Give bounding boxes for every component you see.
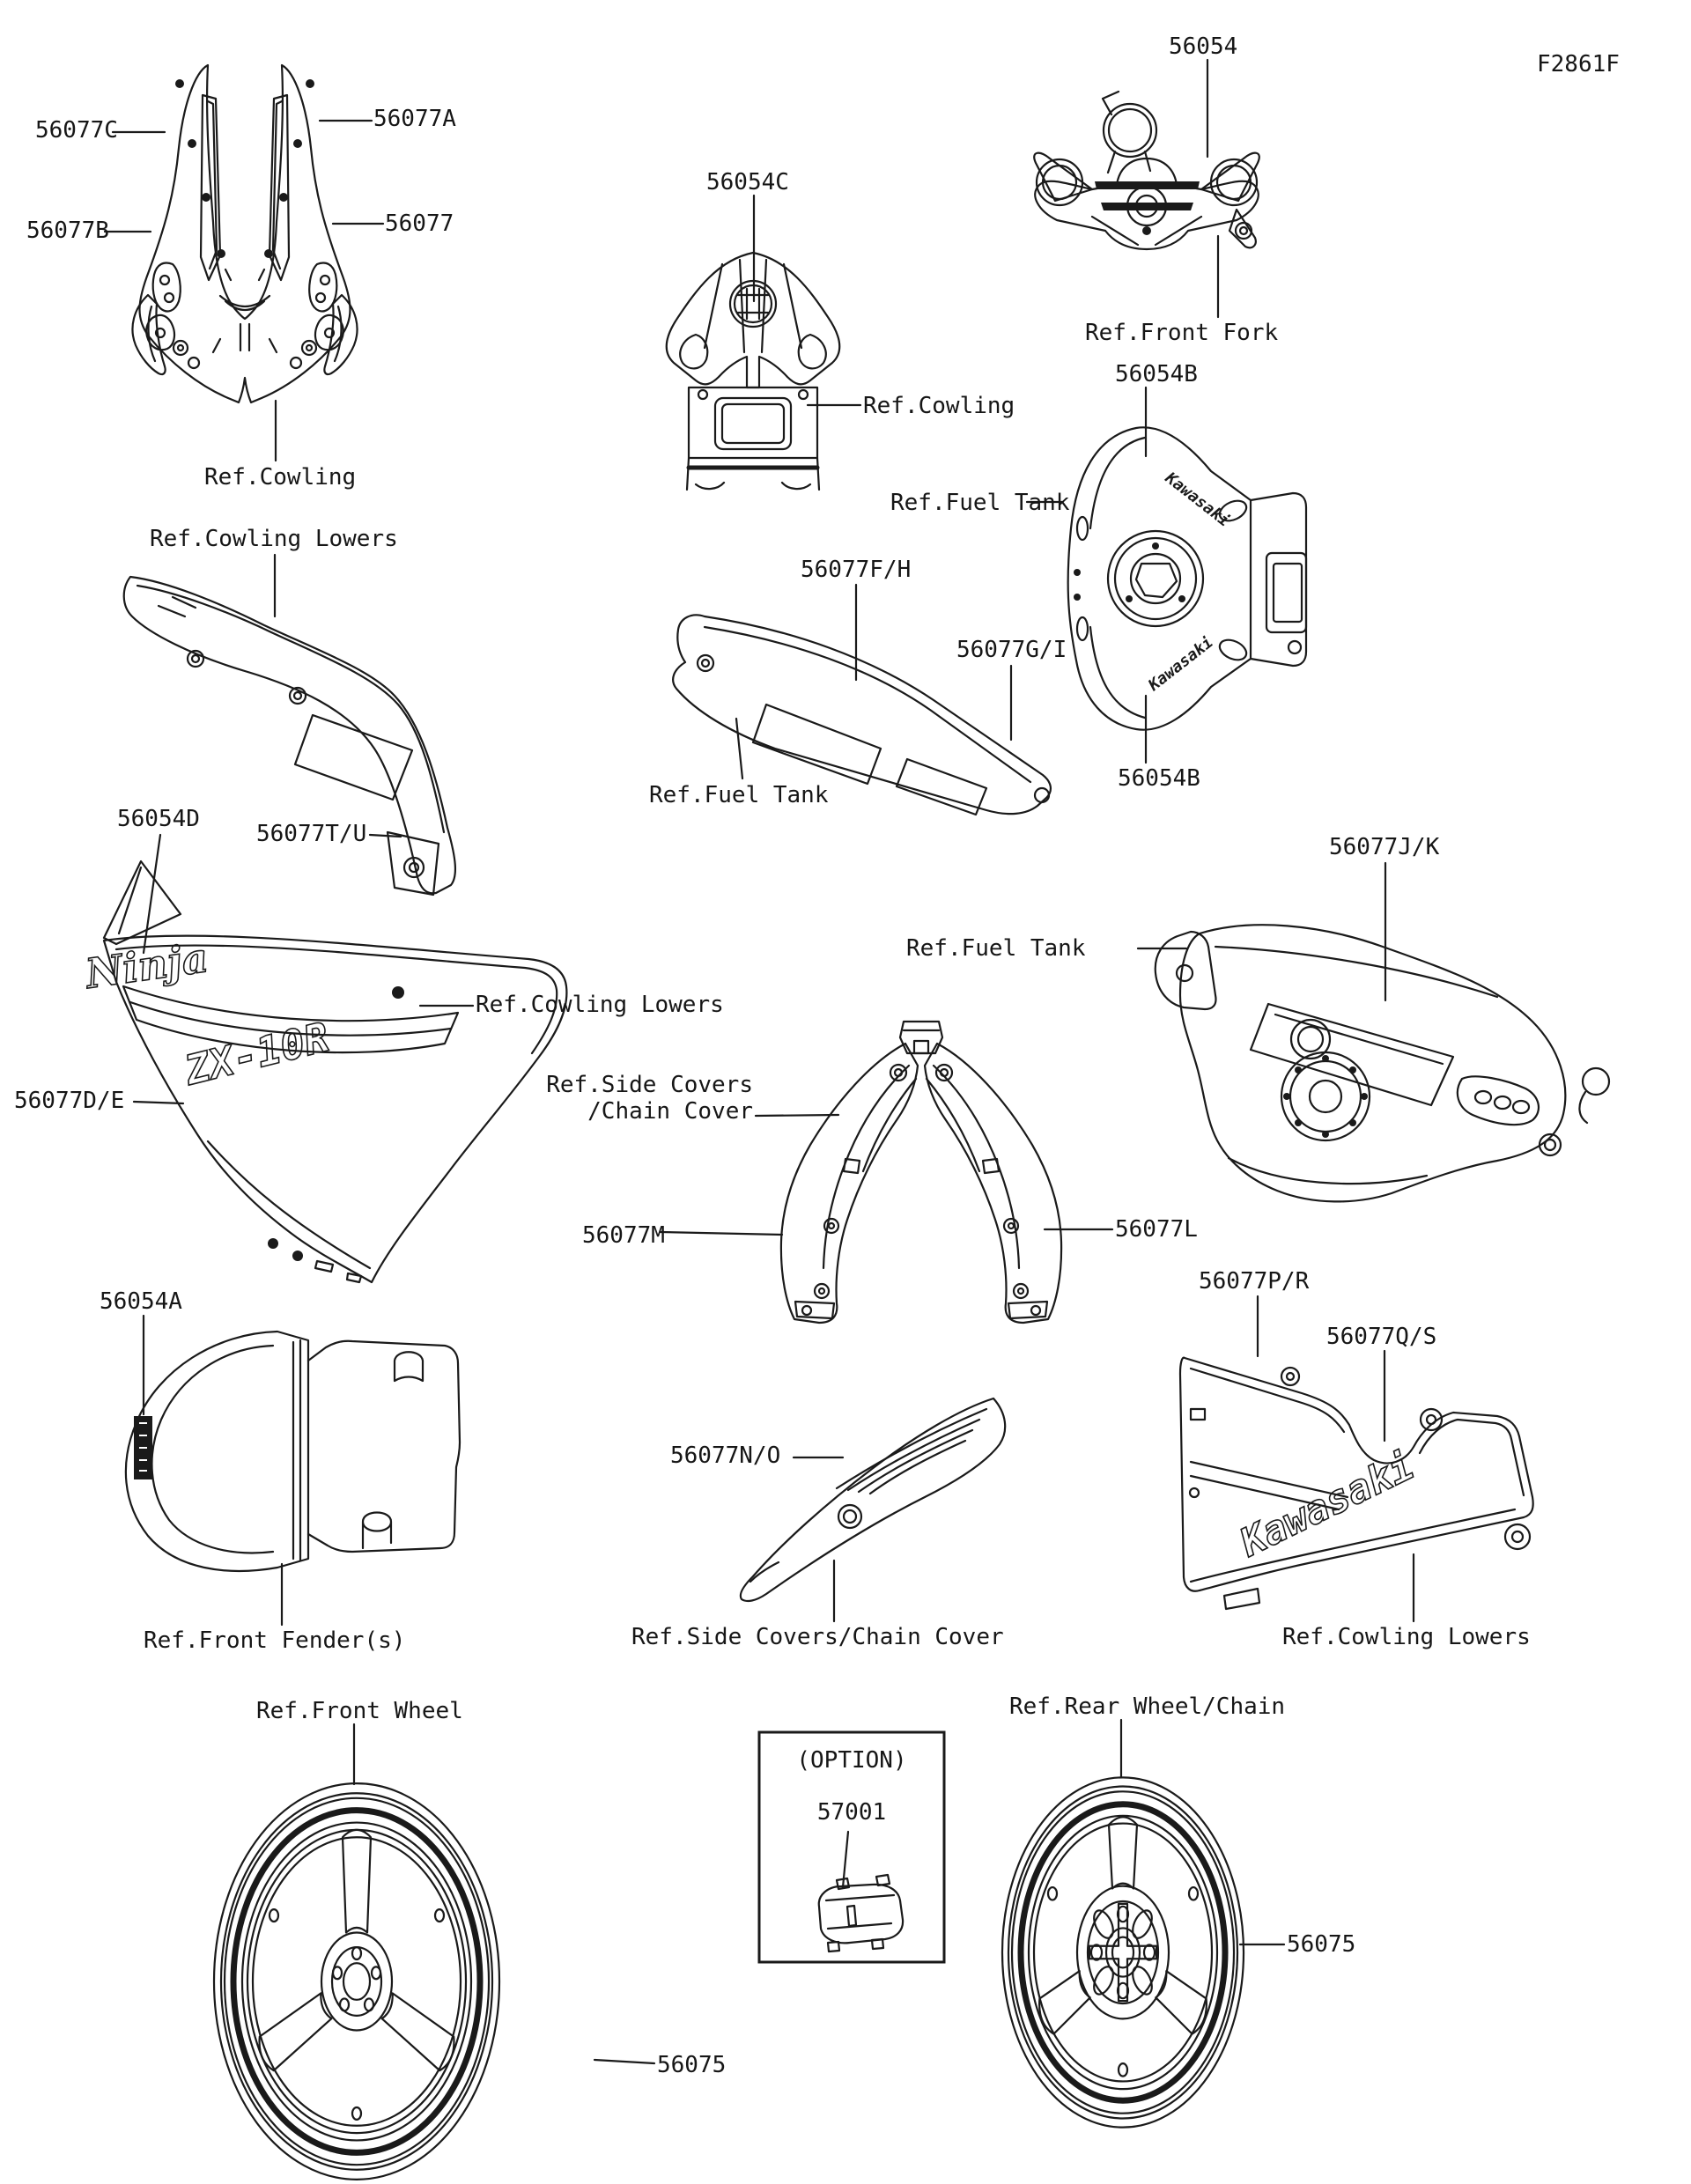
ref-fuel-tank-label-3: Ref.Fuel Tank: [906, 935, 1086, 962]
ninja-script: Ninja: [81, 933, 211, 998]
callout-56077TU: 56077T/U: [256, 821, 367, 847]
option-box-drawing: [757, 1730, 946, 1964]
front-fender-drawing: [124, 1330, 462, 1572]
fender-sticker-marks: [139, 1422, 147, 1472]
callout-56077: 56077: [385, 210, 454, 237]
callout-56054B-bottom: 56054B: [1118, 765, 1200, 792]
callout-56077A: 56077A: [373, 106, 456, 132]
front-wheel-drawing: [214, 1783, 499, 2180]
callout-56075-rear: 56075: [1287, 1931, 1356, 1958]
tank-logo-upper: Kawasaki: [1161, 469, 1233, 531]
tail-side-covers-drawing: [779, 1020, 1063, 1324]
callout-56077B: 56077B: [26, 218, 109, 244]
callout-56075-front: 56075: [657, 2052, 727, 2078]
callout-56077M: 56077M: [582, 1222, 665, 1249]
front-cowling-drawing: [131, 63, 358, 404]
tank-logo-lower: Kawasaki: [1144, 633, 1216, 696]
lower-cowling-drawing: Kawasaki: [1178, 1356, 1534, 1611]
callout-56077C: 56077C: [35, 117, 118, 144]
callout-56077DE: 56077D/E: [14, 1088, 125, 1114]
ref-cowling-lowers-label-1: Ref.Cowling Lowers: [150, 526, 398, 552]
ref-fuel-tank-label-1: Ref.Fuel Tank: [890, 490, 1070, 516]
fuel-tank-three-quarter-drawing: [1154, 924, 1611, 1203]
callout-56054B-top: 56054B: [1115, 361, 1198, 387]
option-box-title: (OPTION): [796, 1747, 907, 1774]
callout-56054A: 56054A: [100, 1288, 182, 1315]
callout-56077PR: 56077P/R: [1199, 1268, 1310, 1295]
zx10r-logo: ZX-10R: [180, 1013, 334, 1095]
callout-56054: 56054: [1169, 33, 1238, 60]
cowling-lower-strip-drawing: [122, 575, 457, 896]
fuel-tank-top-drawing: Kawasaki Kawasaki: [1067, 426, 1308, 731]
triple-clamp-drawing: [1033, 90, 1260, 251]
callout-56077QS: 56077Q/S: [1326, 1324, 1437, 1350]
ref-front-fork-label: Ref.Front Fork: [1085, 320, 1279, 346]
ref-cowling-lowers-label-3: Ref.Cowling Lowers: [1282, 1624, 1531, 1650]
ref-front-fender-label: Ref.Front Fender(s): [144, 1627, 406, 1654]
page-code: F2861F: [1537, 51, 1620, 77]
callout-57001: 57001: [816, 1799, 887, 1826]
leader-lines: [103, 58, 1415, 2065]
ref-side-covers-label-2: Ref.Side Covers/Chain Cover: [631, 1624, 1004, 1650]
rear-wheel-drawing: [1002, 1777, 1244, 2127]
ref-cowling-label-2: Ref.Cowling: [863, 393, 1015, 419]
ref-cowling-label-1: Ref.Cowling: [204, 464, 357, 491]
callout-56054C: 56054C: [706, 169, 789, 196]
tank-side-trim-drawing: [672, 614, 1052, 816]
ref-side-covers-label-1: Ref.Side Covers /Chain Cover: [546, 1072, 753, 1125]
kawasaki-logo-lower-cowling: Kawasaki: [1233, 1443, 1421, 1566]
callout-56077L: 56077L: [1115, 1216, 1198, 1243]
center-cowling-drawing: [665, 251, 841, 491]
callout-56077GI: 56077G/I: [956, 637, 1067, 663]
ref-rear-wheel-chain-label: Ref.Rear Wheel/Chain: [1009, 1693, 1286, 1720]
ref-front-wheel-label: Ref.Front Wheel: [256, 1698, 463, 1724]
small-tail-cover-drawing: [739, 1397, 1007, 1603]
ref-fuel-tank-label-2: Ref.Fuel Tank: [649, 782, 829, 808]
callout-56054D: 56054D: [117, 806, 200, 832]
ref-cowling-lowers-label-2: Ref.Cowling Lowers: [476, 992, 724, 1018]
callout-56077NO: 56077N/O: [670, 1442, 781, 1469]
callout-56077JK: 56077J/K: [1329, 834, 1440, 860]
callout-56077FH: 56077F/H: [801, 557, 912, 583]
